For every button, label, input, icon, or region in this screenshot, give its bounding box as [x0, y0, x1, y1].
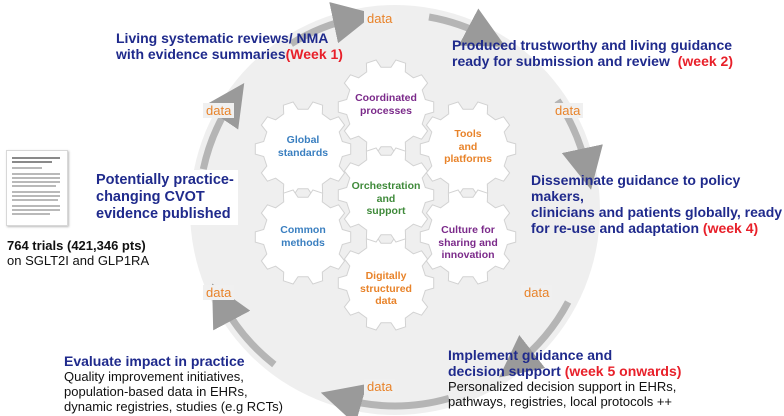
arrow-left-lower — [212, 283, 277, 368]
stage-implement-week: (week 5 onwards) — [564, 363, 682, 379]
stage-cvot-line3: evidence published — [96, 206, 231, 222]
gear-digital-line: structured — [360, 282, 412, 295]
trials-scope: on SGLT2I and GLP1RA — [7, 253, 150, 268]
gear-culture-line: innovation — [441, 249, 495, 261]
gear-orchestration — [337, 147, 435, 243]
stage-disseminate-line2: clinicians and patients globally, ready — [531, 204, 783, 220]
gear-digital-line: Digitally — [365, 270, 407, 282]
gear-tools-line: and — [458, 140, 478, 153]
stage-living-reviews-line1: Living systematic reviews/ NMA — [116, 30, 329, 46]
stage-evaluate-line1: Evaluate impact in practice — [64, 353, 245, 369]
gear-common-label: Common methods — [260, 224, 346, 249]
stage-living-reviews-line2: with evidence summaries — [116, 46, 286, 62]
stage-implement-line2: decision support — [448, 363, 561, 379]
gear-digital-line: data — [375, 295, 397, 307]
gear-orchestration-line: support — [366, 205, 406, 217]
gear-coordinated-line: processes — [360, 104, 412, 117]
data-label-top: data — [364, 11, 396, 26]
gear-tools-line: platforms — [444, 153, 492, 165]
gear-cluster — [254, 59, 517, 331]
gear-global — [254, 101, 352, 197]
stage-implement-detail2: pathways, registries, local protocols ++ — [448, 394, 672, 409]
gear-tools-label: Tools and platforms — [425, 128, 511, 166]
gear-digital-label: Digitally structured data — [343, 270, 429, 308]
gear-common — [254, 189, 352, 285]
arrow-bottom — [320, 383, 450, 416]
gear-tools-line: Tools — [454, 128, 482, 140]
stage-implement-line1: Implement guidance and — [448, 347, 613, 363]
gear-common-line: Common — [280, 224, 326, 236]
stage-implement-detail1: Personalized decision support in EHRs, — [448, 379, 677, 394]
data-label-left-upper: data — [203, 103, 235, 118]
gear-common-line: methods — [281, 236, 325, 249]
stage-disseminate-line1: Disseminate guidance to policy makers, — [531, 172, 741, 204]
gear-coordinated-line: Coordinated — [355, 92, 417, 104]
gear-global-label: Global standards — [260, 134, 346, 159]
trials-count: 764 trials (421,346 pts) — [7, 238, 146, 253]
stage-cvot-line1: Potentially practice- — [96, 172, 234, 188]
arrow-top-left — [289, 2, 375, 47]
gear-culture-label: Culture for sharing and innovation — [425, 224, 511, 262]
gear-culture — [419, 189, 517, 285]
published-paper-thumbnail — [6, 150, 68, 226]
stage-living-reviews-week: (Week 1) — [285, 46, 343, 62]
stage-living-reviews: Living systematic reviews/ NMA with evid… — [116, 30, 343, 62]
stage-evaluate-detail1: Quality improvement initiatives, — [64, 369, 244, 384]
stage-disseminate: Disseminate guidance to policy makers, c… — [531, 172, 784, 236]
stage-produced-guidance-line2: ready for submission and review — [452, 53, 670, 69]
stage-evaluate-detail2: population-based data in EHRs, — [64, 384, 248, 399]
arrow-top-right — [428, 8, 506, 47]
stage-evaluate-detail3: dynamic registries, studies (e.g RCTs) — [64, 399, 283, 414]
data-label-left-lower: data — [203, 285, 235, 300]
gear-coordinated-label: Coordinated processes — [343, 92, 429, 117]
gear-orchestration-label: Orchestration and support — [343, 180, 429, 218]
trials-summary: 764 trials (421,346 pts) on SGLT2I and G… — [7, 238, 149, 268]
stage-produced-guidance-week: (week 2) — [677, 53, 733, 69]
gear-orchestration-line: and — [376, 192, 396, 205]
gear-tools — [419, 101, 517, 197]
arrow-right-lower — [499, 300, 572, 378]
gear-culture-line: Culture for — [441, 224, 495, 236]
stage-evaluate: Evaluate impact in practice Quality impr… — [64, 353, 283, 414]
data-label-right-upper: data — [552, 103, 584, 118]
data-label-bottom: data — [364, 379, 396, 394]
gear-culture-line: sharing and — [438, 236, 498, 249]
cycle-arrows — [199, 2, 603, 416]
gear-global-line: standards — [277, 146, 329, 159]
stage-produced-guidance-line1: Produced trustworthy and living guidance — [452, 37, 733, 53]
stage-cvot-line2: changing CVOT — [96, 189, 205, 205]
stage-produced-guidance: Produced trustworthy and living guidance… — [452, 37, 733, 69]
stage-implement: Implement guidance and decision support … — [448, 347, 681, 409]
gear-global-line: Global — [286, 134, 320, 146]
data-label-right-lower: data — [521, 285, 553, 300]
stage-cvot: Potentially practice- changing CVOT evid… — [92, 170, 238, 225]
gear-coordinated — [337, 59, 435, 155]
stage-disseminate-line3: for re-use and adaptation — [531, 220, 700, 236]
stage-disseminate-week: (week 4) — [702, 220, 759, 236]
gear-orchestration-line: Orchestration — [351, 180, 421, 192]
